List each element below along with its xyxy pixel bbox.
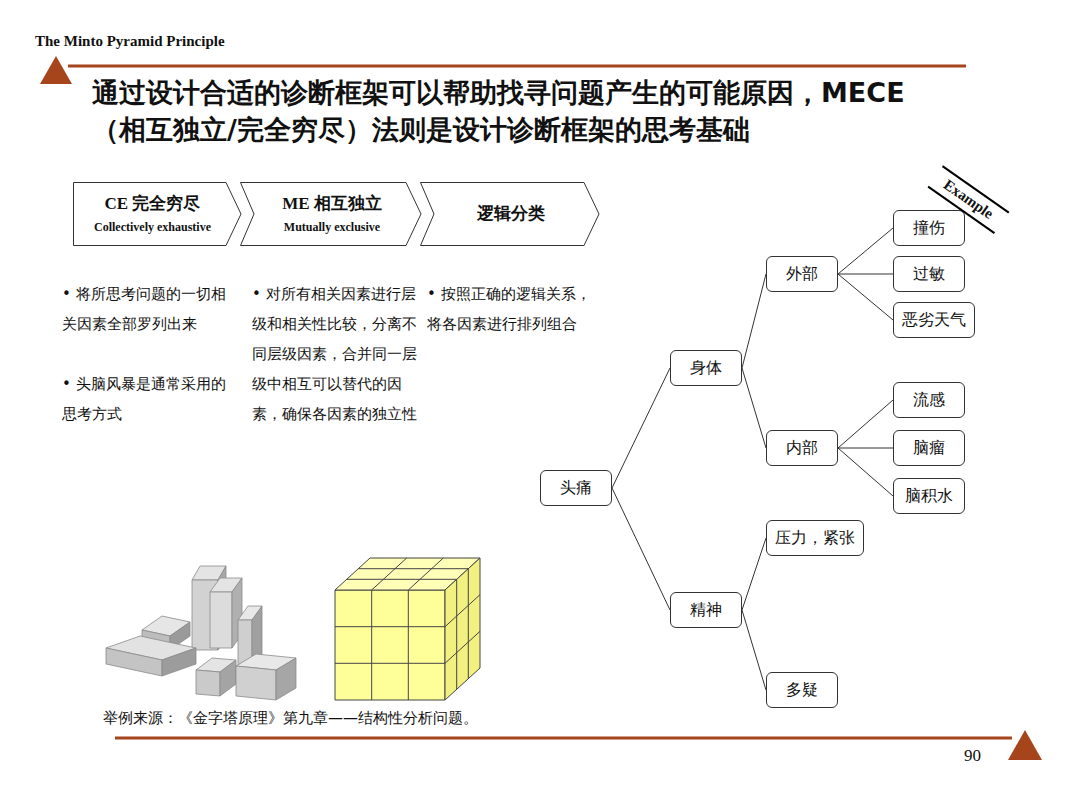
tree-box: 脑瘤 [893,430,965,466]
tree-box: 脑积水 [893,478,965,514]
yellow-cube [335,558,480,700]
step-heading: ME 相互独立 [282,193,382,215]
tree-box: 身体 [670,350,742,386]
chevron-step: 逻辑分类 [420,182,600,246]
box-label: 脑积水 [905,486,953,505]
page-number: 90 [964,746,981,766]
step-heading: 逻辑分类 [477,203,545,225]
tree-box: 内部 [766,430,838,466]
chevron-step: CE 完全穷尽 Collectively exhaustive [73,182,242,246]
tree-connector [838,448,893,496]
box-label: 头痛 [560,478,592,497]
chevron-step: ME 相互独立 Mutually exclusive [240,182,422,246]
box-label: 身体 [690,358,722,377]
box-label: 多疑 [786,680,818,699]
tree-connector [742,538,766,610]
slide-title: 通过设计合适的诊断框架可以帮助找寻问题产生的可能原因，MECE （相互独立/完全… [92,74,932,148]
tree-connector [742,610,766,690]
tree-connector [612,488,670,610]
box-label: 压力，紧张 [775,528,855,547]
tree-box: 流感 [893,382,965,418]
grey-blocks [106,566,296,700]
chevron-outline [73,182,242,246]
tree-box: 外部 [766,256,838,292]
box-label: 撞伤 [913,218,945,237]
running-header: The Minto Pyramid Principle [35,33,225,50]
tree-connector [742,368,766,448]
tree-connector [838,274,893,275]
box-label: 过敏 [913,264,945,283]
bullet-text: • 对所有相关因素进行层级和相关性比较，分离不同层级因素，合并同一层级中相互可以… [252,279,424,429]
step-subtitle: Mutually exclusive [284,219,380,235]
box-label: 流感 [913,390,945,409]
source-caption: 举例来源：《金字塔原理》第九章——结构性分析问题。 [103,708,478,728]
box-label: 精神 [690,600,722,619]
tree-box: 恶劣天气 [893,302,975,338]
bullet-text: • 头脑风暴是通常采用的思考方式 [62,369,234,429]
tree-connector [838,274,893,320]
tree-box: 多疑 [766,672,838,708]
box-label: 内部 [786,438,818,457]
tree-connector [838,228,893,274]
triangle-mark [40,56,72,84]
tree-connector [838,400,893,448]
tree-box: 撞伤 [893,210,965,246]
tree-connector [742,274,766,368]
tree-connector [612,368,670,488]
bullet-text: • 按照正确的逻辑关系，将各因素进行排列组合 [427,279,592,339]
triangle-mark [1008,730,1042,760]
rule-line [68,65,966,68]
box-label: 脑瘤 [913,438,945,457]
rule-line [115,737,1012,740]
box-label: 恶劣天气 [902,310,966,329]
step-heading: CE 完全穷尽 [105,193,201,215]
tree-box: 精神 [670,592,742,628]
box-label: 外部 [786,264,818,283]
step-subtitle: Collectively exhaustive [94,219,211,235]
tree-box: 过敏 [893,256,965,292]
tree-connector [838,448,893,449]
tree-box: 头痛 [540,470,612,506]
bullet-text: • 将所思考问题的一切相关因素全部罗列出来 [62,279,234,339]
chevron-outline [240,182,422,246]
tree-box: 压力，紧张 [766,520,864,556]
